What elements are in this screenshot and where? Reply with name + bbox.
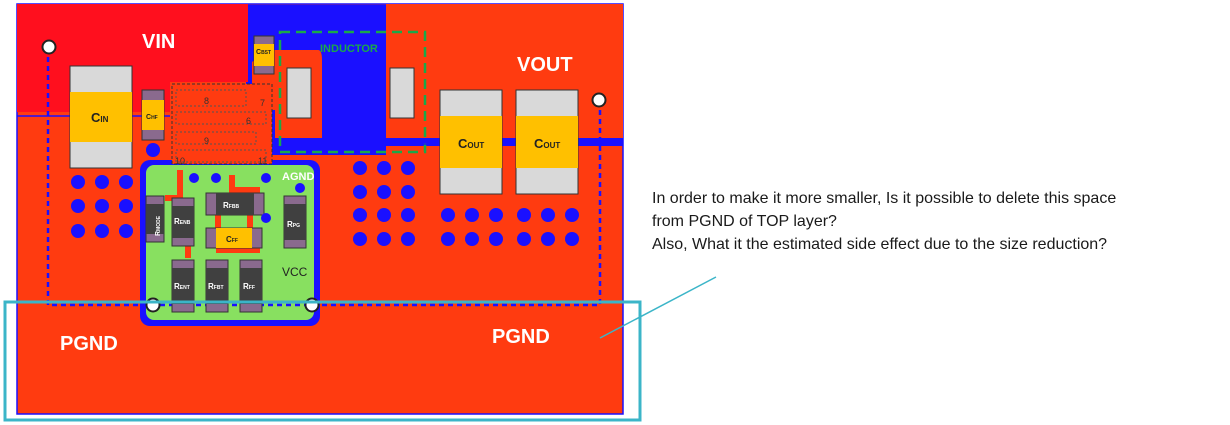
chf-capacitor: CHF — [141, 89, 165, 141]
callout-highlight-box — [3, 300, 642, 422]
cbst-capacitor: CBST — [253, 35, 275, 75]
pin-11: 11 — [258, 156, 267, 166]
annotation-note: In order to make it more smaller, Is it … — [652, 187, 1222, 256]
vcc-label: VCC — [282, 265, 308, 279]
pgnd-label-left: PGND — [60, 333, 118, 355]
rfbt-resistor: RFBT — [205, 259, 229, 313]
callout-pointer-line — [599, 276, 717, 339]
pin-10: 10 — [175, 156, 185, 166]
renb-resistor: RENB — [171, 197, 195, 247]
inductor-pad-left — [286, 67, 312, 119]
rpg-resistor: RPG — [283, 195, 307, 249]
note-line-2: from PGND of TOP layer? — [652, 213, 837, 230]
svg-text:RFBB: RFBB — [223, 201, 239, 210]
rmode-resistor: RMODE — [145, 195, 165, 243]
pin-9: 9 — [204, 136, 209, 146]
vin-label: VIN — [142, 31, 175, 53]
pin-8: 8 — [204, 96, 209, 106]
rfbb-resistor: RFBB — [205, 192, 265, 216]
svg-text:RPG: RPG — [287, 220, 300, 229]
vout-label: VOUT — [517, 54, 573, 76]
svg-text:CBST: CBST — [256, 49, 271, 56]
note-line-3: Also, What it the estimated side effect … — [652, 236, 1108, 253]
inductor-outline — [278, 30, 427, 154]
inductor-pad-right — [389, 67, 415, 119]
ic-pads — [175, 89, 267, 163]
svg-text:COUT: COUT — [458, 136, 484, 151]
svg-text:RMODE: RMODE — [155, 215, 162, 236]
pin-6: 6 — [246, 116, 251, 126]
vout-copper — [386, 4, 623, 145]
svg-text:RENT: RENT — [174, 282, 190, 291]
pgnd-label-right: PGND — [492, 326, 550, 348]
rent-resistor: RENT — [171, 259, 195, 313]
svg-text:COUT: COUT — [534, 136, 560, 151]
inductor-label: INDUCTOR — [320, 43, 378, 55]
svg-text:CFF: CFF — [226, 235, 238, 244]
svg-text:CIN: CIN — [91, 110, 109, 125]
vias — [71, 143, 579, 246]
svg-text:RENB: RENB — [174, 217, 191, 226]
cout-capacitor-1: COUT — [439, 89, 503, 195]
rff-resistor: RFF — [239, 259, 263, 313]
cff-capacitor: CFF — [205, 227, 263, 249]
cout-capacitor-2: COUT — [515, 89, 579, 195]
board-keepout-line — [46, 48, 602, 307]
svg-text:RFBT: RFBT — [208, 282, 224, 291]
svg-text:CHF: CHF — [146, 114, 158, 121]
agnd-label: AGND — [282, 171, 314, 183]
note-line-1: In order to make it more smaller, Is it … — [652, 190, 1117, 207]
svg-text:RFF: RFF — [243, 282, 255, 291]
pin-7: 7 — [260, 98, 265, 108]
cin-capacitor: CIN — [69, 65, 133, 169]
vout-divider — [386, 138, 623, 146]
